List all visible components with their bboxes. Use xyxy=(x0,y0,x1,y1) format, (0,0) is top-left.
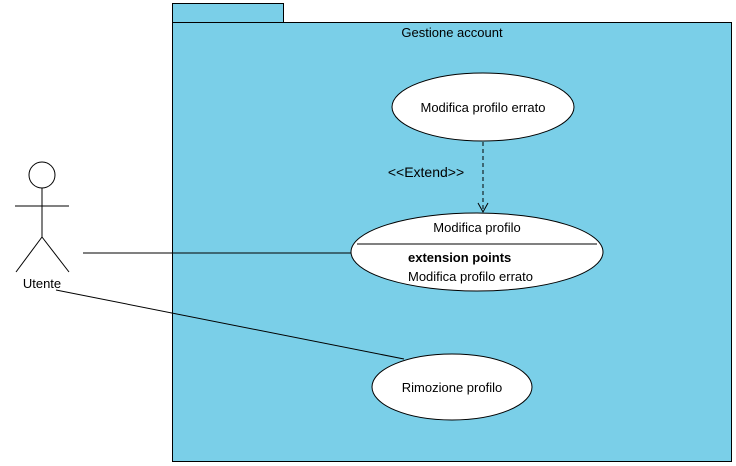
extend-stereotype-label: <<Extend>> xyxy=(388,164,464,180)
use-case-modifica-profilo-errato[interactable]: Modifica profilo errato xyxy=(391,72,575,142)
actor-name: Utente xyxy=(23,276,61,291)
use-case-label: Modifica profilo errato xyxy=(421,100,546,115)
use-case-label: Rimozione profilo xyxy=(402,380,502,395)
use-case-ellipse xyxy=(350,212,604,292)
actor-utente[interactable]: Utente xyxy=(15,161,70,291)
use-case-label: Modifica profilo xyxy=(433,220,520,235)
package-name: Gestione account xyxy=(401,25,503,40)
extension-point-item: Modifica profilo errato xyxy=(408,269,533,284)
use-case-modifica-profilo[interactable]: Modifica profilo extension points Modifi… xyxy=(350,212,604,292)
association-utente-rimozione-profilo[interactable] xyxy=(55,289,405,360)
use-case-rimozione-profilo[interactable]: Rimozione profilo xyxy=(371,353,533,421)
extension-points-heading: extension points xyxy=(408,250,511,265)
package-tab xyxy=(172,3,284,23)
stick-figure-icon xyxy=(15,161,70,273)
use-case-ellipse xyxy=(391,72,575,142)
use-case-ellipse xyxy=(371,353,533,421)
